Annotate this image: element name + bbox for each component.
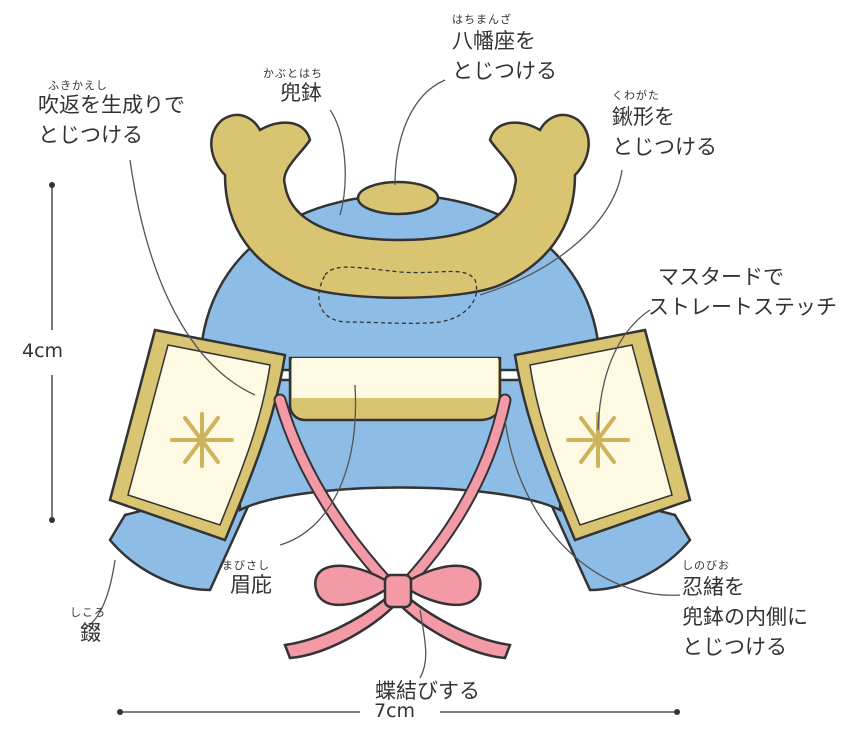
kuwagata-line1: 鍬形を: [612, 104, 675, 131]
mabisashi-label: 眉庇: [230, 572, 272, 599]
shinobio-ruby: しのびお: [682, 560, 730, 572]
height-label: 4cm: [18, 340, 67, 362]
kuwagata-ruby: くわがた: [612, 90, 660, 102]
stitch-line2: ストレートステッチ: [648, 294, 837, 321]
hachimanza-line1: 八幡座を: [452, 28, 536, 55]
mabisashi-inner: [292, 358, 498, 398]
kabutohachi-ruby: かぶとはち: [263, 68, 323, 80]
kuwagata-line2: とじつける: [612, 134, 717, 161]
bow-knot: [285, 566, 510, 658]
fukikaeshi-line1: 吹返を生成りで: [38, 92, 185, 119]
kabutohachi-label: 兜鉢: [280, 80, 322, 107]
hachimanza-ruby: はちまんざ: [452, 14, 512, 26]
fukikaeshi-line2: とじつける: [38, 122, 143, 149]
stitch-line1: マスタードで: [658, 264, 784, 291]
shikoro-label: 錣: [80, 620, 101, 647]
mabisashi-ruby: まびさし: [222, 560, 270, 572]
width-label: 7cm: [370, 700, 419, 722]
hachimanza: [358, 182, 438, 214]
shikoro-ruby: しころ: [70, 607, 106, 619]
fukikaeshi-ruby: ふきかえし: [48, 80, 108, 92]
hachimanza-line2: とじつける: [452, 58, 557, 85]
shinobio-line3: とじつける: [682, 634, 787, 661]
shinobio-line1: 忍緒を: [682, 574, 745, 601]
shinobio-line2: 兜鉢の内側に: [682, 604, 808, 631]
